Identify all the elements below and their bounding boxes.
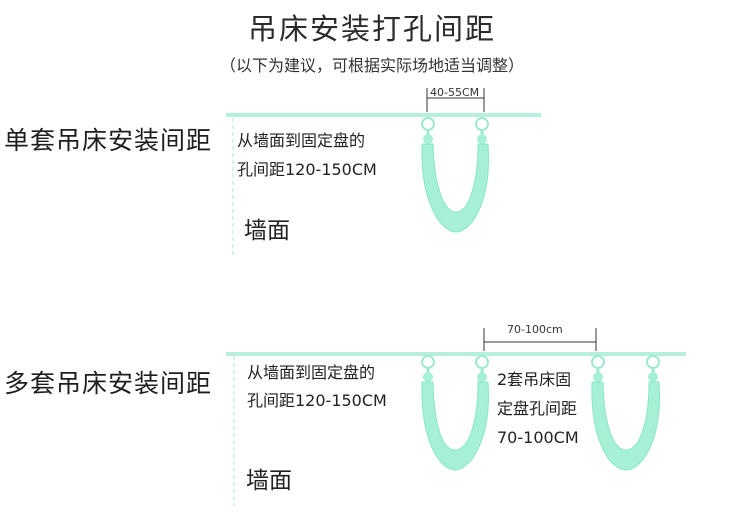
multi-ceiling-beam (226, 352, 686, 356)
multi-between-note-line3: 70-100CM (497, 428, 579, 447)
multi-hammock-2 (591, 355, 660, 471)
single-measurement (426, 88, 485, 112)
multi-hammock-1 (421, 355, 489, 471)
multi-set-label: 多套吊床安装间距 (4, 369, 213, 398)
page-subtitle: （以下为建议，可根据实际场地适当调整） (219, 56, 524, 75)
single-wall-distance-note-line1: 从墙面到固定盘的 (237, 131, 366, 150)
multi-wall-distance-note-line1: 从墙面到固定盘的 (247, 363, 376, 382)
multi-wall-distance-note-line2: 孔间距120-150CM (247, 391, 387, 410)
single-hammock (421, 117, 490, 233)
multi-measurement-label: 70-100cm (507, 323, 563, 336)
single-wall-label: 墙面 (244, 218, 290, 244)
single-ceiling-beam (226, 113, 541, 117)
multi-measurement (483, 328, 597, 351)
single-set-diagram (226, 88, 541, 258)
single-measurement-label: 40-55CM (430, 86, 480, 99)
page-title: 吊床安装打孔间距 (247, 12, 496, 46)
multi-between-note-line2: 定盘孔间距 (497, 399, 578, 418)
multi-set-diagram (226, 328, 686, 506)
single-set-label: 单套吊床安装间距 (4, 126, 213, 155)
multi-wall-label: 墙面 (246, 468, 292, 494)
single-wall-distance-note-line2: 孔间距120-150CM (237, 160, 377, 179)
multi-between-note-line1: 2套吊床固 (497, 370, 572, 389)
